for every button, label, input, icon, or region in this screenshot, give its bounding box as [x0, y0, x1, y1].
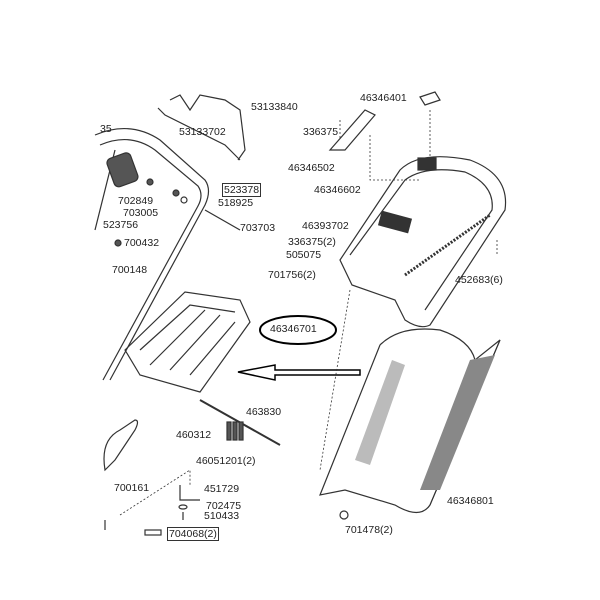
- label-46051201-2: 46051201(2): [196, 455, 256, 467]
- label-700432: 700432: [124, 237, 160, 249]
- label-702475: 702475: [206, 500, 242, 512]
- part-46346401: [419, 91, 441, 106]
- side-cover: [124, 291, 251, 393]
- part-46346502: [328, 109, 376, 151]
- label-451729: 451729: [204, 483, 240, 495]
- top-cover: [339, 156, 507, 328]
- label-460312: 460312: [176, 429, 212, 441]
- cable-loop: [103, 419, 139, 472]
- label-53133702: 53133702: [179, 126, 226, 138]
- cable-rods: [157, 94, 246, 161]
- grass-catcher: [319, 328, 501, 514]
- label-505075: 505075: [286, 249, 322, 261]
- label-336375-2: 336375(2): [288, 236, 336, 248]
- label-700148: 700148: [112, 264, 148, 276]
- label-35: 35: [100, 123, 112, 135]
- part-701478: [339, 510, 349, 520]
- label-463830: 463830: [246, 406, 282, 418]
- label-452683-6: 452683(6): [455, 274, 503, 286]
- part-704068: [144, 529, 162, 536]
- label-53133840: 53133840: [251, 101, 298, 113]
- part-451729: [179, 485, 200, 501]
- label-700161: 700161: [114, 482, 150, 494]
- part-702475: [178, 504, 188, 510]
- label-46346801: 46346801: [447, 495, 494, 507]
- label-46346701: 46346701: [270, 323, 317, 335]
- label-523378: 523378: [222, 183, 262, 197]
- label-46346502: 46346502: [288, 162, 335, 174]
- label-46346401: 46346401: [360, 92, 407, 104]
- label-701478-2: 701478(2): [345, 524, 393, 536]
- label-523756: 523756: [103, 219, 139, 231]
- label-518925: 518925: [218, 197, 254, 209]
- label-701756-2: 701756(2): [268, 269, 316, 281]
- label-46393702: 46393702: [302, 220, 349, 232]
- control-box: [106, 152, 188, 247]
- label-703005: 703005: [123, 207, 159, 219]
- label-703703: 703703: [240, 222, 276, 234]
- label-510433: 510433: [204, 510, 240, 522]
- guide-lines: [119, 110, 498, 516]
- label-704068-2: 704068(2): [167, 527, 219, 541]
- label-702849: 702849: [118, 195, 154, 207]
- label-336375: 336375: [303, 126, 339, 138]
- arrow-icon: [237, 364, 361, 381]
- spring-parts: [226, 421, 244, 441]
- label-46346602: 46346602: [314, 184, 361, 196]
- highlight-ellipse: [259, 315, 337, 345]
- bolt-703703: [204, 209, 241, 231]
